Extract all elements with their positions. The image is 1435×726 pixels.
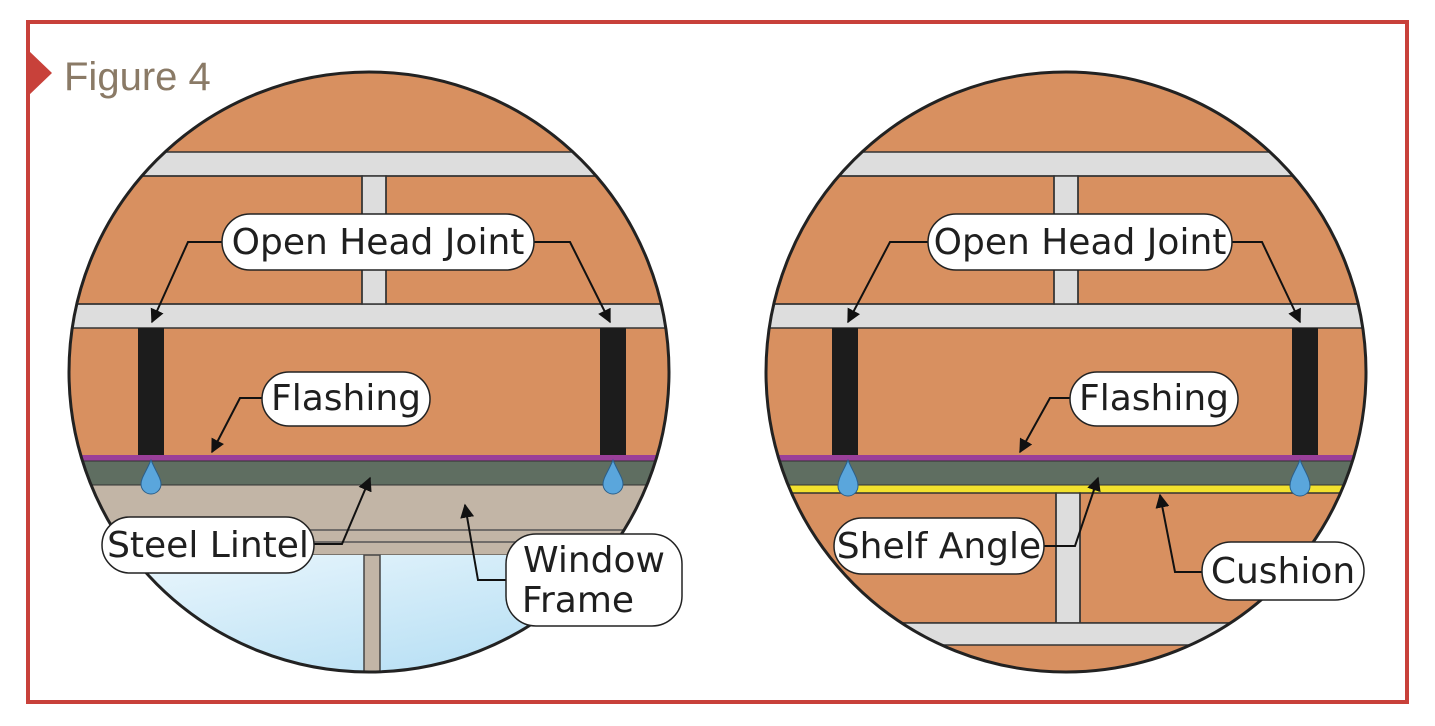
flashing: [766, 455, 1366, 461]
svg-text:Window: Window: [523, 540, 665, 581]
open-head-joint-right: [1292, 328, 1318, 456]
shelf-angle: [766, 460, 1366, 486]
mortar-bed: [766, 622, 1366, 646]
svg-text:Flashing: Flashing: [1079, 378, 1229, 419]
label-flashing-right: Flashing: [1069, 371, 1239, 427]
mortar-bed: [69, 151, 669, 177]
label-open-head-joint-right: Open Head Joint: [927, 213, 1233, 271]
figure-marker-icon: [28, 50, 52, 96]
arrow-open-head-joint-right: [1225, 241, 1301, 324]
figure-border: [26, 20, 1409, 704]
open-head-joint-right: [600, 328, 626, 456]
figure-title: Figure 4: [64, 55, 211, 99]
right-detail-circle: Open Head Joint Flashing Shelf Angle Cus…: [764, 70, 1368, 674]
label-window-frame: Window Frame: [505, 533, 683, 627]
label-steel-lintel: Steel Lintel: [101, 516, 315, 574]
open-head-joint-left: [832, 328, 858, 456]
mortar-head-joint: [1055, 492, 1081, 624]
flashing: [69, 455, 669, 461]
svg-text:Steel Lintel: Steel Lintel: [107, 525, 309, 566]
arrow-open-head-joint-left: [150, 241, 232, 324]
mortar-bed: [766, 151, 1366, 177]
arrow-steel-lintel: [313, 476, 372, 545]
window-mullion: [363, 554, 381, 672]
open-head-joint-left: [138, 328, 164, 456]
svg-text:Open Head Joint: Open Head Joint: [934, 222, 1227, 263]
water-drop-icon: [602, 458, 624, 495]
arrow-cushion: [1155, 493, 1206, 573]
water-drop-icon: [1289, 458, 1311, 497]
svg-text:Frame: Frame: [522, 580, 634, 621]
water-drop-icon: [140, 458, 162, 495]
arrow-flashing: [211, 397, 265, 454]
mortar-bed: [766, 303, 1366, 329]
label-shelf-angle: Shelf Angle: [833, 517, 1045, 575]
label-cushion: Cushion: [1201, 541, 1365, 601]
arrow-open-head-joint-right: [525, 241, 611, 324]
mortar-bed: [69, 303, 669, 329]
arrow-flashing: [1019, 397, 1072, 454]
svg-text:Flashing: Flashing: [271, 378, 421, 419]
svg-text:Shelf Angle: Shelf Angle: [837, 526, 1041, 567]
label-flashing-left: Flashing: [261, 371, 431, 427]
label-open-head-joint-left: Open Head Joint: [221, 213, 535, 271]
arrow-shelf-angle: [1040, 476, 1101, 547]
svg-text:Cushion: Cushion: [1211, 551, 1355, 592]
arrow-window-frame: [460, 503, 510, 581]
water-drop-icon: [837, 458, 859, 497]
svg-text:Open Head Joint: Open Head Joint: [232, 222, 525, 263]
left-detail-circle: Open Head Joint Flashing Steel Lintel Wi…: [67, 70, 683, 674]
arrow-open-head-joint-left: [847, 241, 935, 324]
